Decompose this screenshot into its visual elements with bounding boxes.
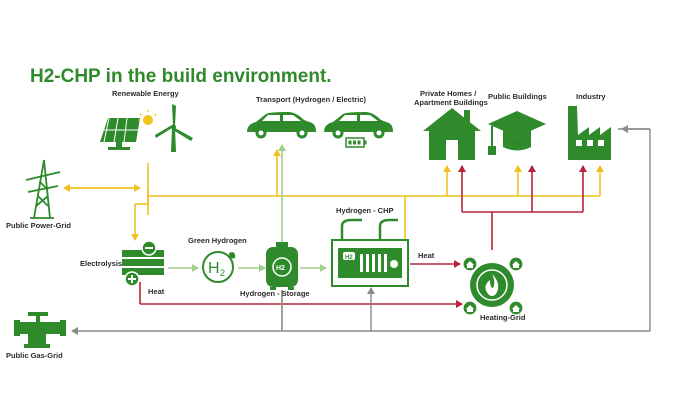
- electrolysis-heat-label: Heat: [148, 287, 165, 296]
- private-homes-label-line1: Private Homes /: [420, 89, 477, 98]
- electric-car-icon: [324, 112, 393, 139]
- public-gas-grid-label: Public Gas-Grid: [6, 351, 63, 360]
- gas-valve-icon: [14, 312, 66, 348]
- h2-molecule-icon: H 2: [202, 251, 236, 283]
- heating-grid-label: Heating-Grid: [480, 313, 526, 322]
- gas-grid-flows: [71, 125, 651, 335]
- sun-icon: [138, 110, 157, 125]
- hydrogen-storage-label: Hydrogen - Storage: [240, 289, 310, 298]
- storage-h2-symbol: H2: [276, 265, 285, 272]
- green-hydrogen-label: Green Hydrogen: [188, 236, 247, 245]
- red-heat-flows: [139, 165, 587, 308]
- wind-turbine-icon: [155, 104, 193, 152]
- h2-subscript: 2: [220, 268, 225, 278]
- battery-icon: [345, 137, 367, 148]
- hydrogen-car-icon: [247, 112, 316, 139]
- diagram-title: H2-CHP in the build environment.: [30, 66, 332, 87]
- chp-heat-label: Heat: [418, 251, 435, 260]
- factory-icon: [568, 106, 611, 160]
- chp-unit-icon: H2: [331, 218, 409, 287]
- industry-label: Industry: [576, 92, 606, 101]
- public-buildings-label: Public Buildings: [488, 92, 547, 101]
- electrolysis-label: Electrolysis: [80, 259, 122, 268]
- power-pylon-icon: [25, 159, 61, 219]
- hydrogen-chp-label: Hydrogen - CHP: [336, 206, 394, 215]
- gas-tank-icon: H2: [266, 242, 298, 290]
- h2-symbol: H: [208, 260, 220, 277]
- yellow-power-flows: [63, 149, 604, 241]
- chp-h2-badge: H2: [345, 255, 353, 261]
- heating-grid-house-nodes: [462, 256, 524, 316]
- private-homes-label-line2: Apartment Buildings: [414, 98, 488, 107]
- renewable-energy-label: Renewable Energy: [112, 89, 180, 98]
- transport-label: Transport (Hydrogen / Electric): [256, 95, 367, 104]
- house-icon: [423, 108, 481, 160]
- graduation-cap-icon: [488, 111, 546, 155]
- public-power-grid-label: Public Power-Grid: [6, 221, 71, 230]
- electrolyser-icon: [122, 240, 164, 287]
- solar-panel-icon: [100, 117, 140, 150]
- heating-grid-icon: [462, 256, 524, 316]
